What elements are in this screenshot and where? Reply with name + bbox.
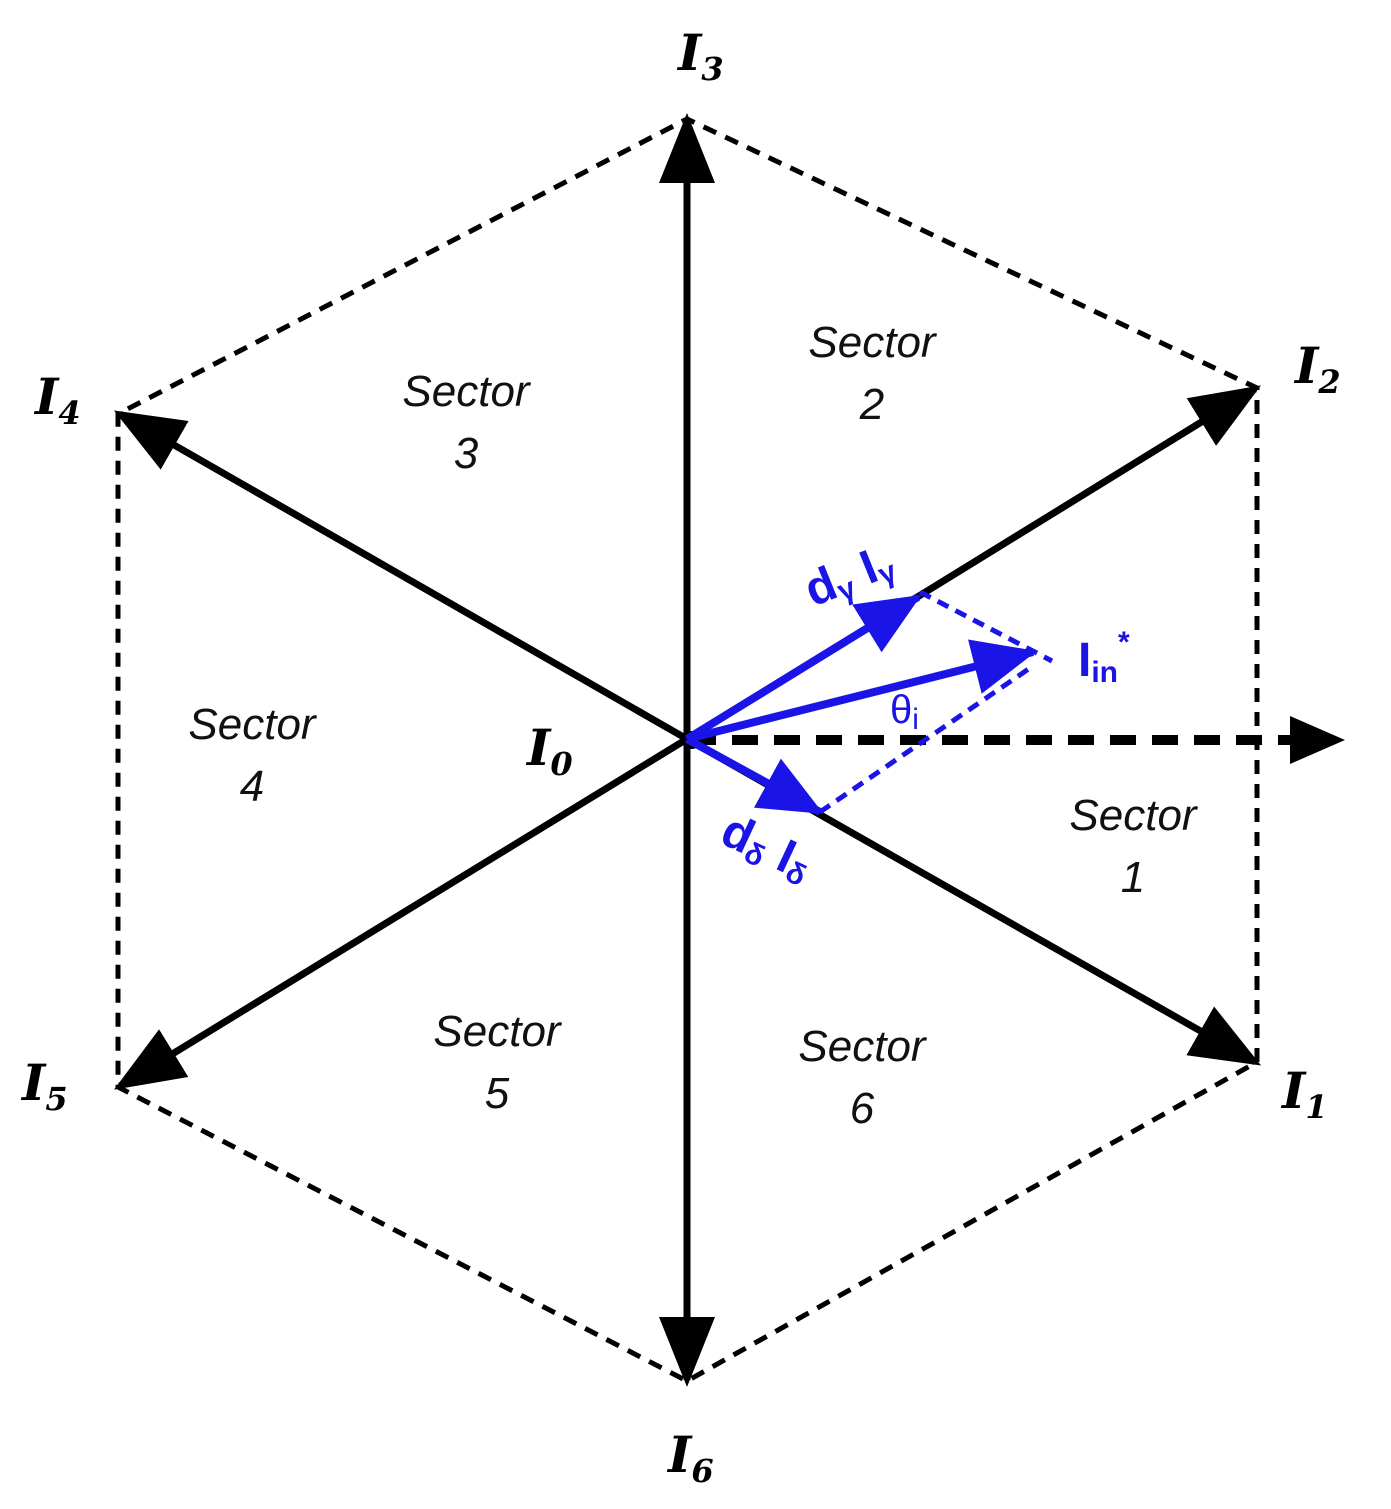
vector-label-i2: I2 <box>1293 336 1341 401</box>
sector-label-1: Sector 1 <box>1069 791 1199 902</box>
svg-text:5: 5 <box>485 1069 510 1118</box>
component-arrow-gamma <box>684 593 922 743</box>
sector-label-3: Sector 3 <box>402 367 532 478</box>
origin-label: I0 <box>525 718 573 783</box>
svg-text:Sector: Sector <box>808 318 938 367</box>
reference-arrow-input <box>686 639 1037 743</box>
input-reference-label: Iin* <box>1078 626 1130 689</box>
svg-text:3: 3 <box>454 429 479 478</box>
svg-text:2: 2 <box>859 380 884 429</box>
vector-arrow-i4 <box>113 410 689 743</box>
sector-label-5: Sector 5 <box>433 1007 563 1118</box>
component-label-gamma: dγIγ <box>797 534 901 619</box>
sector-label-6: Sector 6 <box>798 1022 928 1133</box>
vector-label-i1: I1 <box>1280 1061 1328 1126</box>
sector-label-2: Sector 2 <box>808 318 938 429</box>
vector-arrow-i5 <box>114 736 689 1090</box>
component-arrow-delta <box>685 735 824 816</box>
svg-text:Sector: Sector <box>402 367 532 416</box>
vector-label-i4: I4 <box>33 367 81 432</box>
vector-label-i3: I3 <box>676 23 724 88</box>
svg-text:6: 6 <box>850 1084 875 1133</box>
svg-text:1: 1 <box>1121 853 1145 902</box>
svg-text:Sector: Sector <box>798 1022 928 1071</box>
sector-label-4: Sector 4 <box>188 700 318 811</box>
svg-text:Sector: Sector <box>433 1007 563 1056</box>
svg-text:Sector: Sector <box>188 700 318 749</box>
vector-label-i6: I6 <box>666 1425 714 1490</box>
svg-text:4: 4 <box>240 762 264 811</box>
projection-line-delta <box>818 665 1032 815</box>
angle-label-theta: θi <box>890 688 919 736</box>
reference-axis-arrowhead <box>1290 716 1345 764</box>
svg-text:Sector: Sector <box>1069 791 1199 840</box>
vector-label-i5: I5 <box>20 1053 68 1118</box>
component-label-delta: dδIδ <box>713 804 821 893</box>
